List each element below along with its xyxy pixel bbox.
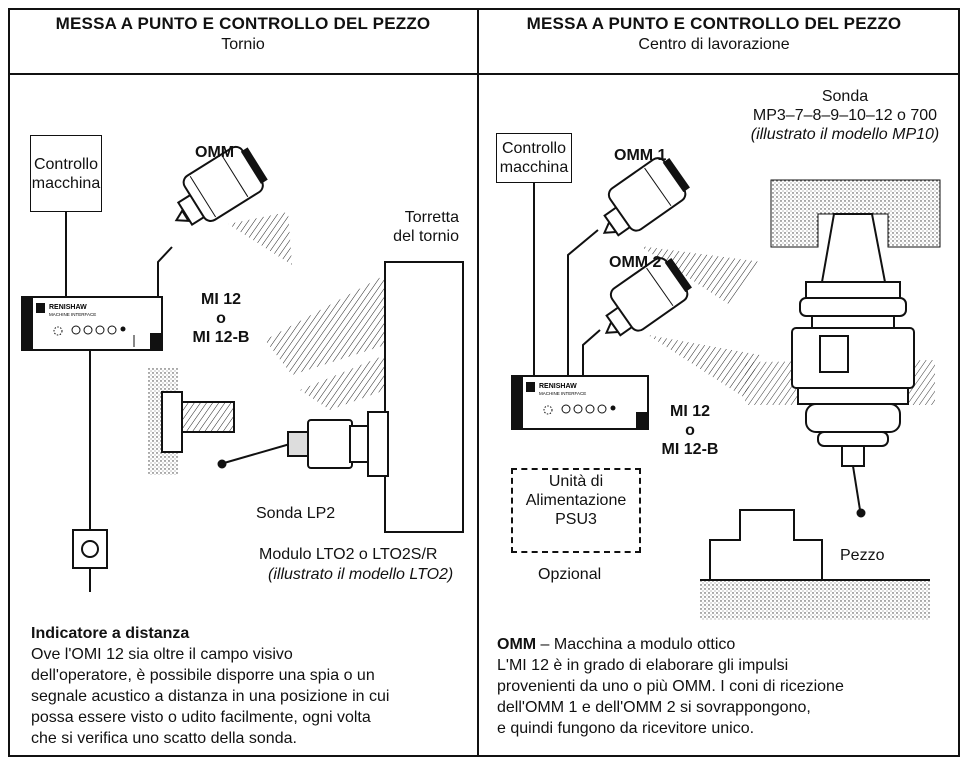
left-title: MESSA A PUNTO E CONTROLLO DEL PEZZO [55,14,431,33]
optional-label: Opzional [538,566,602,583]
left-header: MESSA A PUNTO E CONTROLLO DEL PEZZO Torn… [9,14,477,54]
svg-text:MACHINE INTERFACE: MACHINE INTERFACE [49,312,96,317]
omm-1-label: OMM 1 [614,147,667,164]
probe-label: Sonda MP3–7–8–9–10–12 o 700 (illustrato … [750,88,940,143]
module-label: Modulo LTO2 o LTO2S/R [259,546,438,563]
workpiece-label: Pezzo [840,547,885,564]
psu-label: Unità di Alimentazione PSU3 [525,473,627,528]
left-omm [174,145,268,226]
column-divider [477,8,479,757]
right-title: MESSA A PUNTO E CONTROLLO DEL PEZZO [526,14,902,33]
right-omm-2 [604,257,692,337]
svg-text:RENISHAW: RENISHAW [49,304,87,311]
module-note: (illustrato il modello LTO2) [268,566,454,583]
mp10-probe [791,213,915,518]
right-interface-label: MI 12 o MI 12-B [661,403,719,458]
outer-frame [8,8,960,757]
workpiece-left [181,401,235,433]
left-omm-label: OMM [195,144,235,161]
left-machine-interface: RENISHAW MACHINE INTERFACE [21,296,163,351]
right-subtitle: Centro di lavorazione [638,36,790,53]
left-interface-label: MI 12 o MI 12-B [192,291,250,346]
header-divider [8,73,960,75]
omm-2-label: OMM 2 [609,254,662,271]
lathe-turret [384,261,464,533]
remote-indicator [72,529,108,569]
remote-indicator-text: Indicatore a distanza Ove l'OMI 12 sia o… [31,625,390,747]
right-header: MESSA A PUNTO E CONTROLLO DEL PEZZO Cent… [480,14,948,54]
right-machine-interface: RENISHAW MACHINE INTERFACE [511,375,649,430]
right-omm-1 [602,157,690,237]
lp2-probe [217,411,389,477]
left-subtitle: Tornio [221,36,265,53]
right-wires [533,182,601,376]
svg-text:MACHINE INTERFACE: MACHINE INTERFACE [539,391,586,396]
probe-lp2-label: Sonda LP2 [256,505,336,522]
turret-label: Torretta del tornio [393,209,459,245]
omm-description: OMM – Macchina a modulo ottico L'MI 12 è… [497,636,844,737]
psu-box [511,468,641,553]
workpiece-right [700,509,930,620]
left-wires [65,212,173,592]
svg-text:RENISHAW: RENISHAW [539,383,577,390]
